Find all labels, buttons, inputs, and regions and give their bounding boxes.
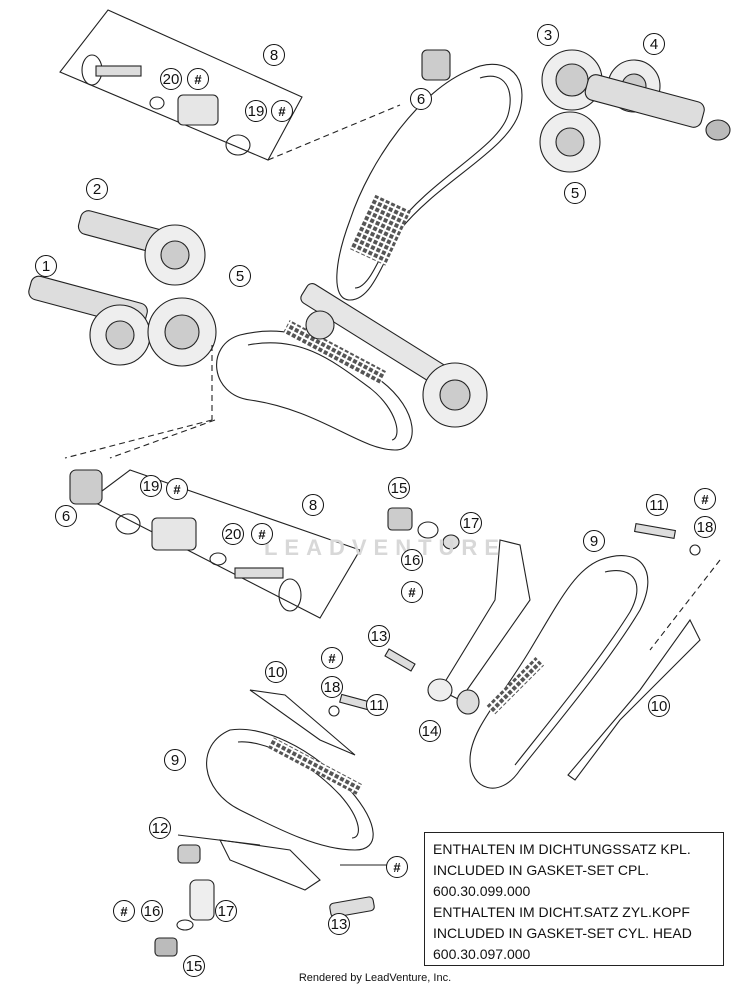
legend-line-2: INCLUDED IN GASKET-SET CPL. (433, 862, 650, 878)
chain-guide-right (567, 618, 701, 781)
callout-9-lower: 9 (164, 749, 186, 771)
timing-chain-lower (206, 728, 374, 851)
callout-4: 4 (643, 33, 665, 55)
callout-8-lower: 8 (302, 494, 324, 516)
callout-10-lower: 10 (265, 661, 287, 683)
callout-5-upper: 5 (564, 182, 586, 204)
callout-16-center: 16 (401, 549, 423, 571)
callout-20-lower: 20 (222, 523, 244, 545)
chain-guide-lower (249, 689, 356, 756)
callout-hash-18-lower: # (321, 647, 343, 669)
callout-8-upper: 8 (263, 44, 285, 66)
callout-13-center: 13 (368, 625, 390, 647)
callout-3: 3 (537, 24, 559, 46)
callout-9-right: 9 (583, 530, 605, 552)
callout-12: 12 (149, 817, 171, 839)
callout-11-lower: 11 (366, 694, 388, 716)
rendered-by-credit: Rendered by LeadVenture, Inc. (298, 972, 452, 984)
sprocket-lower (69, 469, 103, 505)
callout-15-lower: 15 (183, 955, 205, 977)
callout-hash-20-upper: # (187, 68, 209, 90)
callout-2: 2 (86, 178, 108, 200)
callout-17-lower: 17 (215, 900, 237, 922)
callout-hash-18-right: # (694, 488, 716, 510)
callout-6-upper: 6 (410, 88, 432, 110)
callout-6-lower: 6 (55, 505, 77, 527)
legend-line-6: 600.30.097.000 (433, 946, 531, 962)
callout-19-upper: 19 (245, 100, 267, 122)
legend-line-5: INCLUDED IN GASKET-SET CYL. HEAD (433, 925, 692, 941)
callout-18-lower: 18 (321, 676, 343, 698)
callout-17-center: 17 (460, 512, 482, 534)
callout-20-upper: 20 (160, 68, 182, 90)
chain-guide-center (439, 539, 531, 701)
callout-1: 1 (35, 255, 57, 277)
legend-box: ENTHALTEN IM DICHTUNGSSATZ KPL. INCLUDED… (424, 832, 724, 966)
callout-hash-19-upper: # (271, 100, 293, 122)
legend-line-3: 600.30.099.000 (433, 883, 531, 899)
callout-19-lower: 19 (140, 475, 162, 497)
callout-hash-19-lower: # (166, 478, 188, 500)
callout-10-right: 10 (648, 695, 670, 717)
callout-hash-16-center: # (401, 581, 423, 603)
callout-14: 14 (419, 720, 441, 742)
tensioner-rail (219, 839, 321, 891)
legend-line-4: ENTHALTEN IM DICHT.SATZ ZYL.KOPF (433, 904, 690, 920)
legend-hash-marker: # (386, 856, 408, 878)
callout-16-lower: 16 (141, 900, 163, 922)
callout-hash-20-lower: # (251, 523, 273, 545)
leadventure-watermark: LEADVENTURE (263, 535, 506, 560)
timing-chain-right (469, 555, 649, 789)
callout-15-center: 15 (388, 477, 410, 499)
kit-box-lower (88, 469, 361, 619)
kit-box-upper (59, 9, 303, 161)
timing-chain-upper (336, 63, 523, 301)
callout-5-lower: 5 (229, 265, 251, 287)
callout-13-lower: 13 (328, 913, 350, 935)
callout-hash-16-lower: # (113, 900, 135, 922)
callout-18-right: 18 (694, 516, 716, 538)
callout-11-right: 11 (646, 494, 668, 516)
legend-line-1: ENTHALTEN IM DICHTUNGSSATZ KPL. (433, 841, 691, 857)
